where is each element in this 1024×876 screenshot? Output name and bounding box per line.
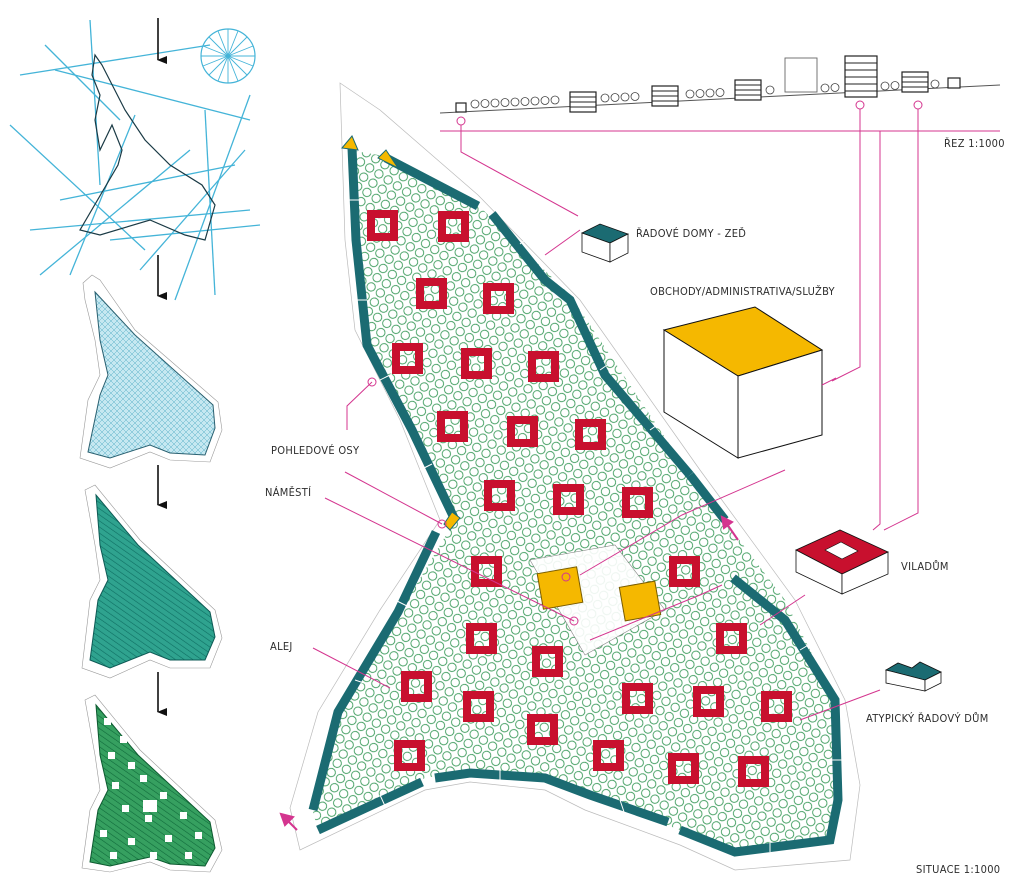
diagram-alley-stage <box>81 484 223 679</box>
section-elevation <box>439 55 1001 132</box>
site-plan <box>279 82 861 871</box>
concept-sketch <box>9 19 261 301</box>
access-arrow-icon <box>720 515 739 541</box>
wind-rose-icon <box>200 28 256 84</box>
access-arrow-icon <box>279 812 298 831</box>
villa-houses <box>367 210 792 787</box>
shops-label: OBCHODY/ADMINISTRATIVA/SLUŽBY <box>650 285 835 298</box>
atypical-house-label: ATYPICKÝ ŘADOVÝ DŮM <box>866 712 989 725</box>
section-scale-label: ŘEZ 1:1000 <box>944 137 1005 150</box>
view-axes-label: POHLEDOVÉ OSY <box>271 444 360 457</box>
diagram-houses-stage <box>81 694 223 873</box>
atypical-row-house-icon <box>884 661 942 692</box>
alley-label: ALEJ <box>270 640 293 653</box>
row-houses-wall-label: ŘADOVÉ DOMY - ZEĎ <box>636 227 747 240</box>
villa-house-label: VILADŮM <box>901 560 949 573</box>
row-house-icon <box>580 223 630 263</box>
square-label: NÁMĚSTÍ <box>265 486 312 499</box>
commercial-building <box>536 566 662 622</box>
villa-house-icon <box>795 529 889 595</box>
leader-lines <box>312 100 923 721</box>
site-scale-label: SITUACE 1:1000 <box>916 863 1001 876</box>
commercial-building-icon <box>662 306 824 459</box>
diagram-grid-stage <box>79 274 223 469</box>
